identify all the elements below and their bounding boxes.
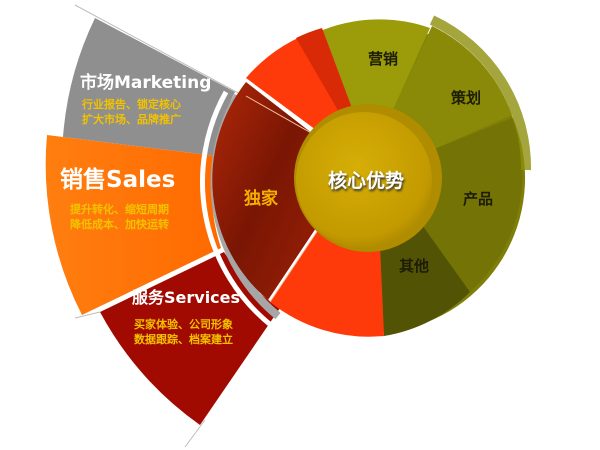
segment-label-planning: 策划 xyxy=(451,89,482,107)
segment-label-product: 产品 xyxy=(463,190,494,208)
divider xyxy=(269,229,319,303)
red-wedge-lower xyxy=(270,230,384,337)
fan-desc-line: 买家体验、公司形象 xyxy=(134,318,233,331)
guide-line xyxy=(184,419,206,448)
guide-line xyxy=(74,4,243,96)
fan-segment-services xyxy=(100,252,280,425)
fan-title-sales: 销售Sales xyxy=(60,167,176,193)
segment-other xyxy=(380,222,470,336)
rim-highlight xyxy=(429,15,532,171)
divider xyxy=(245,95,314,135)
white-gap xyxy=(200,90,274,328)
fan-desc-sales: 提升转化、缩短周期 降低成本、加快运转 xyxy=(70,202,169,232)
core-circle xyxy=(296,112,432,248)
core-label: 核心优势 xyxy=(328,170,405,192)
red-wedge-upper-shade xyxy=(296,28,352,114)
fan-desc-services: 买家体验、公司形象 数据跟踪、档案建立 xyxy=(134,317,233,347)
fan-desc-marketing: 行业报告、锁定核心 扩大市场、品牌推广 xyxy=(82,97,181,127)
segment-planning xyxy=(392,26,512,150)
segment-exclusive xyxy=(212,82,316,300)
fan-title-marketing: 市场Marketing xyxy=(80,73,212,93)
segment-label-other: 其他 xyxy=(399,257,430,275)
fan-desc-line: 降低成本、加快运转 xyxy=(70,218,169,231)
fan-desc-line: 扩大市场、品牌推广 xyxy=(82,113,181,126)
segment-label-marketing: 营销 xyxy=(368,50,399,68)
fan-desc-line: 行业报告、锁定核心 xyxy=(82,98,181,111)
fan-desc-line: 提升转化、缩短周期 xyxy=(70,203,169,216)
segment-label-exclusive: 独家 xyxy=(244,189,278,209)
fan-segment-sales xyxy=(45,135,221,315)
segment-product xyxy=(420,118,523,292)
fan-desc-line: 数据跟踪、档案建立 xyxy=(134,333,233,346)
fan-segment-marketing xyxy=(63,18,235,156)
fan-title-services: 服务Services xyxy=(132,288,241,307)
guide-line xyxy=(74,311,101,319)
